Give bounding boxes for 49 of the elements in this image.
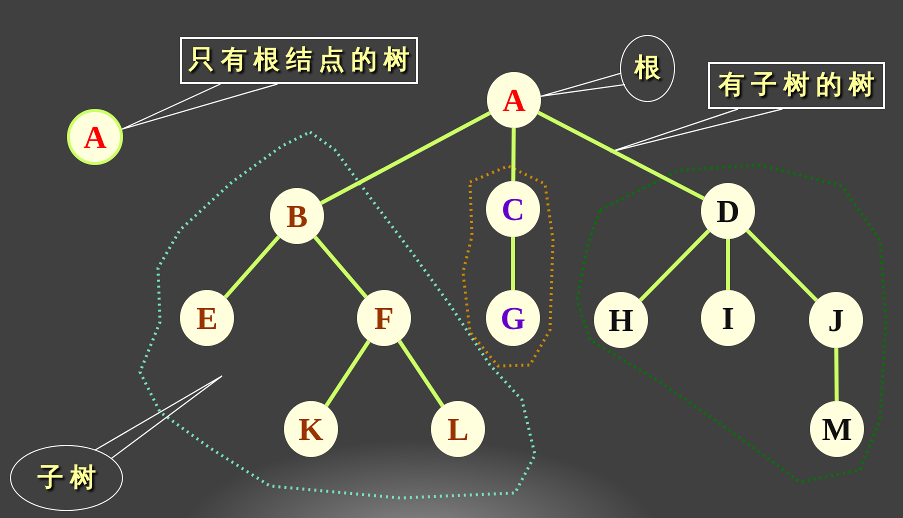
tree-node-circle [701, 183, 755, 239]
tree-edge [320, 111, 491, 205]
leader-line [94, 375, 223, 459]
node-letter: M [822, 413, 852, 445]
node-letter: E [196, 302, 218, 334]
node-letter: G [500, 302, 526, 334]
tree-node-circle [357, 290, 411, 346]
tree-node-circle [594, 292, 648, 348]
node-letter: H [608, 304, 634, 336]
tree-edge [511, 237, 515, 290]
leader-line [609, 108, 783, 153]
node-letter: A [502, 84, 526, 116]
node-letter: C [501, 193, 525, 225]
node-letter: L [447, 413, 469, 445]
tree-node-circle [431, 401, 485, 457]
node-letter: J [828, 304, 844, 336]
leader-line [121, 83, 278, 130]
node-letter: A [83, 121, 107, 153]
tree-node-circle [810, 401, 864, 457]
callout-text: 有子树的树 [717, 69, 881, 102]
tree-node-circle [809, 292, 863, 348]
tree-node-circle [180, 290, 234, 346]
tree-edge [746, 229, 818, 302]
tree-edge [398, 340, 444, 408]
callout-text: 子树 [36, 462, 102, 494]
tree-edge [224, 235, 280, 299]
callout [10, 445, 123, 511]
callout-text: 根 [633, 52, 667, 85]
tree-node-circle [270, 188, 324, 244]
tree-edge [638, 229, 710, 302]
tree-node-circle [486, 290, 540, 346]
leader-line [540, 72, 626, 97]
node-letter: I [722, 302, 734, 334]
tree-node-circle [486, 181, 540, 237]
callout [620, 35, 675, 102]
callout [708, 62, 885, 109]
callout-text: 只有根结点的树 [187, 44, 416, 77]
tree-node-circle [284, 401, 338, 457]
callout [180, 37, 418, 84]
tree-edge [313, 236, 368, 298]
tree-edge [726, 239, 730, 290]
tree-edge [537, 110, 705, 200]
node-letter: B [286, 200, 308, 232]
tree-edge [324, 340, 370, 407]
tree-edge [834, 348, 839, 402]
tree-edge [511, 128, 516, 182]
node-letter: D [716, 195, 740, 227]
node-letter: K [298, 413, 324, 445]
node-letter: F [374, 302, 394, 334]
